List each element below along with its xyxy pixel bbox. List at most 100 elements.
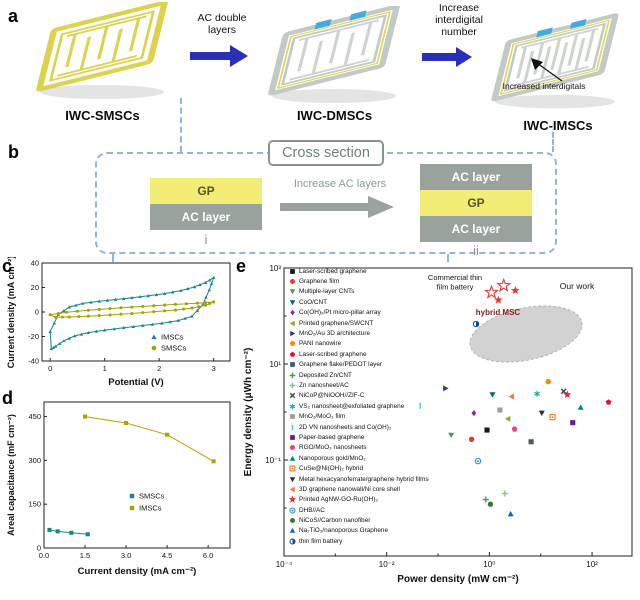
scatter-point	[198, 283, 202, 287]
scatter-point	[171, 290, 175, 294]
hybrid-msc-region	[469, 305, 583, 363]
svg-text:2: 2	[157, 364, 161, 373]
legend-item: Paper-based graphene	[288, 432, 460, 442]
star-marker-icon	[288, 495, 297, 503]
scatter-point	[62, 339, 66, 343]
circle-dot-marker-icon	[289, 507, 296, 514]
device-label-smsc: IWC-SMSCs	[65, 108, 140, 123]
scatter-point	[112, 327, 116, 331]
increased-interdigitals-note: Increased interdigitals	[502, 81, 586, 91]
legend-item-label: DHB//AC	[299, 506, 325, 514]
diamond-marker-icon	[290, 309, 295, 316]
scatter-point	[290, 330, 296, 337]
svg-text:0: 0	[37, 544, 41, 553]
hexagon-marker-icon	[289, 341, 296, 347]
device-label-dmsc: IWC-DMSCs	[296, 108, 373, 123]
legend-item: Laser-scribed graphene	[288, 349, 460, 359]
square-marker-icon	[290, 268, 295, 274]
panel-label-e: e	[236, 256, 247, 276]
triangle-down-marker-icon	[289, 300, 296, 306]
scatter-point	[545, 379, 552, 385]
right-arrow-icon	[422, 47, 472, 67]
scatter-point	[605, 399, 612, 405]
legend-item: thin film battery	[288, 536, 460, 546]
scatter-point	[443, 385, 449, 392]
legend-item-label: Laser-scribed graphene	[299, 350, 367, 358]
svg-text:10⁰: 10⁰	[483, 560, 495, 569]
svg-text:film battery: film battery	[437, 283, 474, 292]
scatter-point	[94, 329, 99, 333]
scatter-point	[289, 289, 296, 295]
scatter-point	[151, 334, 157, 340]
ac-layer: AC layer	[150, 204, 262, 230]
dashed-connector	[447, 254, 449, 262]
svg-text:Our work: Our work	[560, 281, 595, 291]
legend-item-label: Co(OH)₂/Pt micro-pillar array	[299, 309, 381, 317]
svg-text:0.0: 0.0	[39, 551, 49, 560]
scatter-point	[67, 336, 71, 340]
svg-text:1: 1	[103, 364, 107, 373]
scatter-point	[538, 410, 545, 417]
legend-item-label: Multiple-layer CNTs	[299, 288, 355, 296]
scatter-point	[48, 329, 52, 333]
scatter-point	[508, 393, 514, 400]
asterisk-marker-icon	[289, 403, 296, 410]
right-arrow-icon	[190, 45, 248, 67]
scatter-point	[79, 332, 84, 336]
arrow1-label: AC double layers	[197, 12, 247, 37]
legend-item: PANI nanowire	[288, 339, 460, 349]
legend-item-label: Paper-based graphene	[299, 433, 365, 441]
arrow2-label: Increase interdigital number	[435, 2, 483, 39]
scatter-point	[89, 300, 93, 304]
legend-item: Deposited Zn/CNT	[288, 370, 460, 380]
legend-item: Printed AgNW-GO-Ru(OH)₃	[288, 495, 460, 505]
svg-text:-20: -20	[28, 332, 39, 341]
legend-item: MnO₂/Au 3D architecture	[288, 328, 460, 338]
scatter-point	[51, 345, 56, 349]
dashed-connector	[552, 132, 554, 152]
scatter-point	[154, 293, 159, 297]
scatter-point	[504, 415, 511, 422]
plus-marker-icon	[289, 372, 296, 378]
panel-label-b: b	[8, 142, 19, 162]
circle-marker-icon	[289, 445, 296, 451]
panel-label-d: d	[2, 388, 13, 408]
legend-item-label: MnO₂/MoO₃ film	[299, 413, 346, 421]
scatter-point	[179, 288, 183, 292]
scatter-point	[289, 486, 295, 493]
scatter-point	[131, 324, 135, 328]
square-marker-icon	[290, 362, 295, 368]
legend-item: Graphene film	[288, 276, 460, 286]
legend-item-label: PANI nanowire	[299, 340, 342, 348]
pentagon-marker-icon	[289, 351, 296, 357]
scatter-point	[49, 347, 53, 351]
scatter-point	[138, 295, 142, 299]
svg-text:Current density (mA cm⁻²): Current density (mA cm⁻²)	[6, 257, 16, 368]
stack-caption-i: i	[204, 232, 208, 247]
scatter-point	[289, 300, 296, 306]
scatter-point	[102, 328, 107, 332]
svg-text:hybrid MSC: hybrid MSC	[476, 308, 521, 317]
legend-item-label: NiCoS//Carbon nanofiber	[299, 517, 371, 525]
scatter-point	[203, 280, 208, 284]
legend-item-label: MnO₂/Au 3D architecture	[299, 330, 371, 338]
legend-item: NiCoS//Carbon nanofiber	[288, 515, 460, 525]
svg-text:Areal capacitance (mF cm⁻²): Areal capacitance (mF cm⁻²)	[6, 414, 16, 536]
scatter-point	[74, 303, 78, 307]
scatter-point	[209, 282, 214, 286]
panel-label-c: c	[2, 256, 13, 276]
svg-text:10⁻²: 10⁻²	[379, 560, 395, 569]
legend-item-label: RGO/MoO₃ nanosheets	[299, 444, 367, 452]
legend-item: 3D graphene nanowall/Ni core shell	[288, 484, 460, 494]
legend-item: MnO₂/MoO₃ film	[288, 411, 460, 421]
scatter-point	[58, 341, 62, 345]
gp-layer: GP	[420, 190, 532, 216]
device-smsc-illustration	[36, 2, 168, 99]
scatter-point	[204, 295, 208, 299]
device-imsc-illustration	[491, 13, 619, 109]
svg-text:-40: -40	[28, 357, 39, 366]
scatter-point	[122, 325, 126, 330]
